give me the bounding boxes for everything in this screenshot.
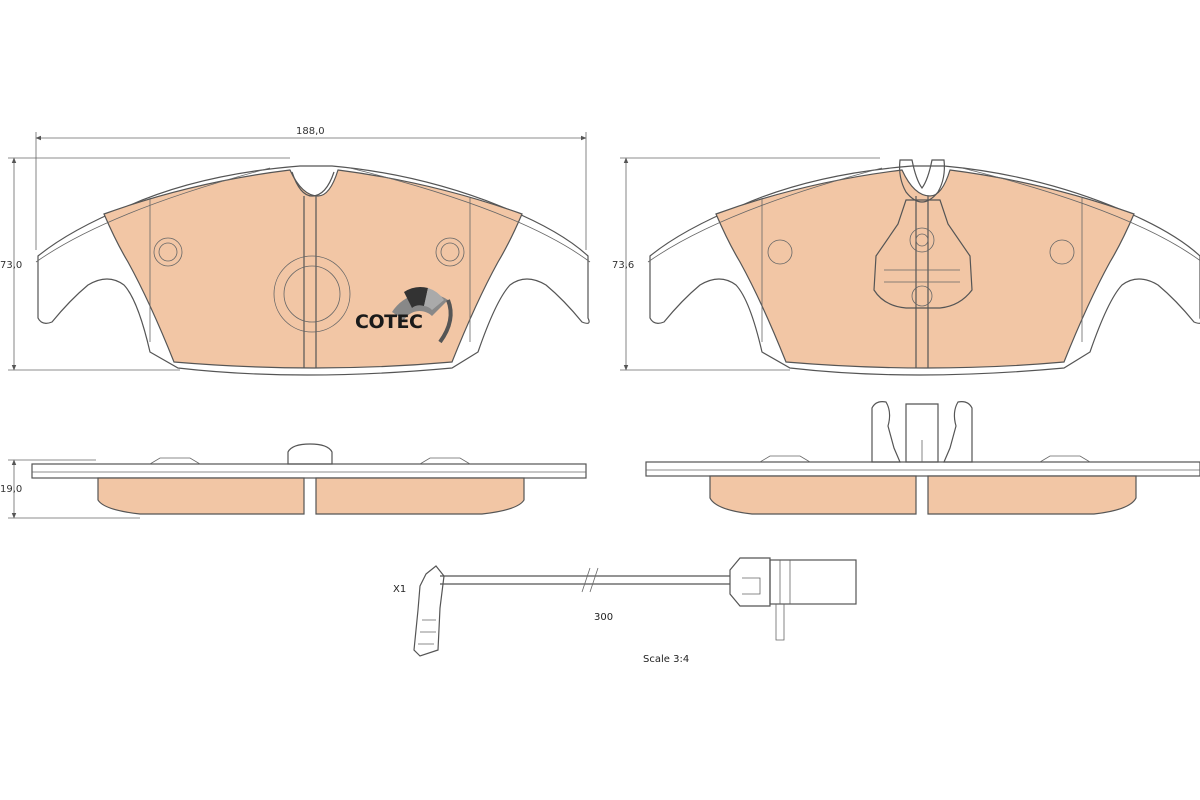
thickness-label: 19,0	[0, 484, 22, 495]
right-pad-front-view	[647, 159, 1200, 376]
width-dimension-label: 188,0	[296, 126, 325, 137]
left-friction-material	[103, 169, 523, 369]
left-pad-front-view: COTEC	[35, 165, 591, 376]
right-backplate	[649, 165, 1200, 376]
spring-clip	[873, 159, 973, 309]
cotec-logo: COTEC	[355, 287, 453, 344]
sensor-label: X1	[393, 584, 406, 595]
width-dimension: 188,0	[35, 126, 587, 250]
left-height-label: 73,0	[0, 260, 22, 271]
thickness-dimension: 19,0	[0, 459, 140, 519]
sensor-length-label: 300	[594, 612, 613, 623]
cotec-logo-text: COTEC	[355, 311, 422, 333]
right-friction-material	[715, 169, 1135, 369]
wear-sensor: X1 300	[393, 557, 857, 657]
right-pad-side-view	[645, 401, 1200, 515]
left-height-dimension: 73,0	[0, 157, 290, 371]
left-backplate	[37, 165, 590, 376]
spring-clip-side	[871, 401, 973, 463]
scale-label: Scale 3:4	[643, 654, 689, 665]
right-height-label: 73,6	[612, 260, 634, 271]
right-height-dimension: 73,6	[612, 157, 880, 371]
left-pad-side-view	[31, 443, 587, 515]
